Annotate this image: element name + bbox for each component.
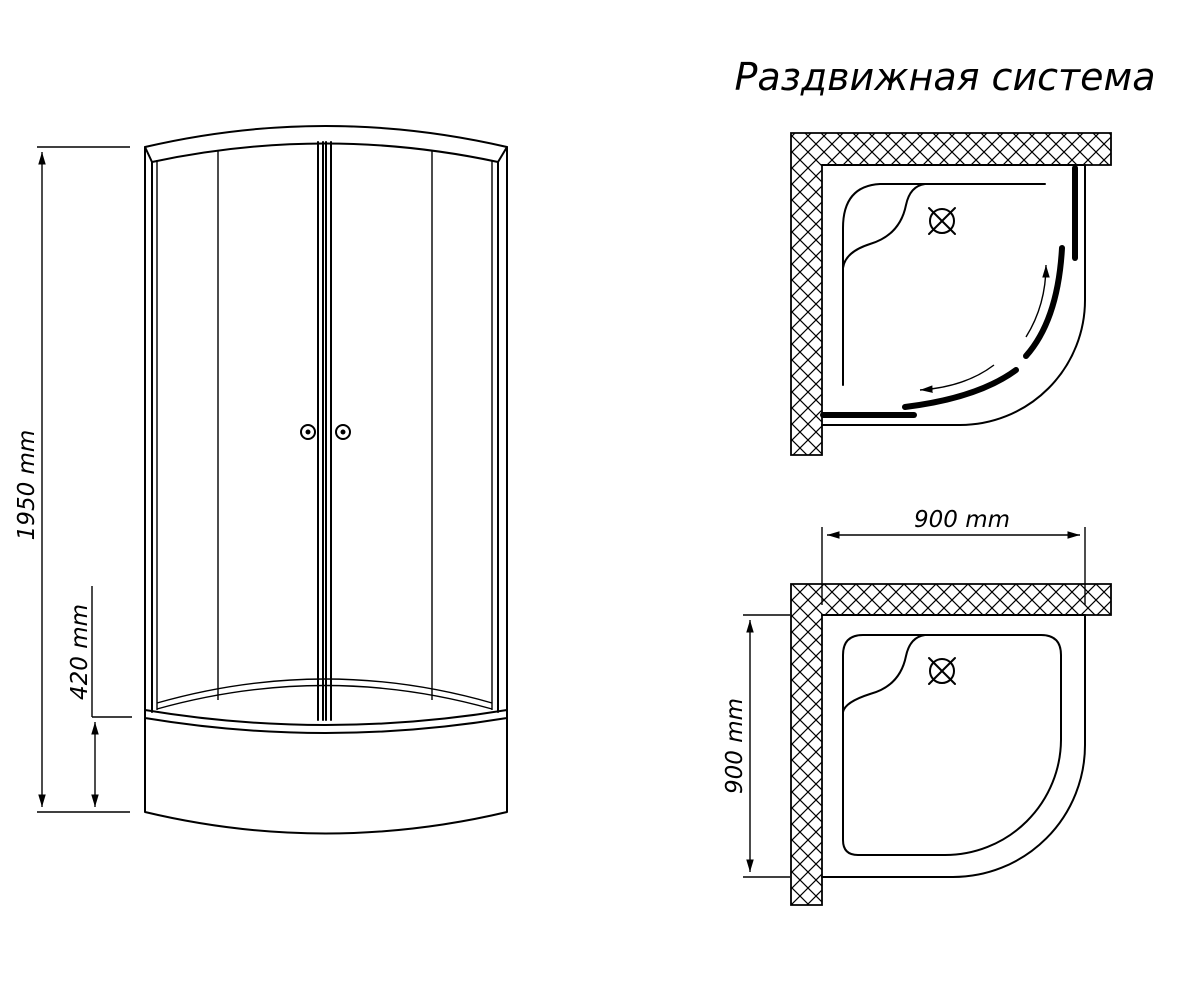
drain-icon <box>928 657 956 685</box>
height-label: 1950 mm <box>14 430 40 541</box>
width-dimension: 900 mm <box>821 507 1086 605</box>
slide-arrow-left <box>919 364 995 393</box>
width-label: 900 mm <box>914 507 1010 533</box>
depth-label: 900 mm <box>722 698 748 794</box>
inner-basin <box>842 183 1046 386</box>
tray-height-label: 420 mm <box>67 604 93 700</box>
slide-arrow-up <box>1025 264 1050 338</box>
right-door-frame <box>325 141 332 721</box>
front-view <box>144 125 508 835</box>
tray-outline-plan <box>821 614 1086 878</box>
wall-hatch <box>790 132 1112 456</box>
inner-basin-plan <box>842 634 1062 856</box>
left-post <box>144 146 153 718</box>
left-door-frame <box>317 141 324 721</box>
dimension-plan-view <box>790 583 1112 906</box>
tray-outline <box>821 164 1086 426</box>
tray-height-dimension: 420 mm <box>67 586 132 807</box>
top-frame <box>144 125 508 163</box>
sliding-door-right <box>1023 245 1065 359</box>
height-dimension: 1950 mm <box>14 146 130 813</box>
diagram-title: Раздвижная система <box>734 55 1155 99</box>
shower-tray <box>144 717 508 835</box>
sliding-door-left <box>902 367 1019 410</box>
door-handle-left <box>300 424 316 440</box>
door-handle-right <box>335 424 351 440</box>
right-post <box>497 146 508 718</box>
depth-dimension: 900 mm <box>722 614 790 878</box>
sliding-plan-view <box>790 132 1112 456</box>
drain-icon <box>928 207 956 235</box>
